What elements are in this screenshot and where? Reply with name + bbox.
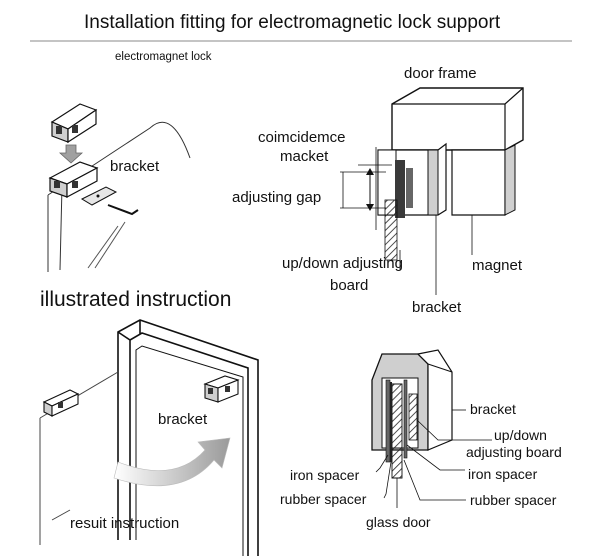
rubber-spacer-left [390, 382, 392, 462]
rotation-arrow-icon [113, 437, 231, 487]
glass-reflection [87, 221, 126, 269]
coincidence-label-line1: coimcidemce [258, 129, 346, 146]
bottom-right-illustration: bracket up/down adjusting board iron spa… [280, 349, 562, 530]
magnet-label: magnet [472, 257, 523, 274]
bracket-label-bottom-right: bracket [470, 401, 516, 417]
down-arrow-icon [58, 144, 84, 164]
top-right-illustration: door frame coimcidemce macket adjusting … [232, 65, 524, 316]
mounted-bracket [48, 161, 99, 198]
top-left-illustration: electromagnet lock bracket [47, 51, 212, 272]
updown-adjusting-board-label-line2: board [330, 277, 368, 294]
glass-door-edge [47, 121, 191, 272]
section-heading: illustrated instruction [40, 288, 231, 311]
glass-door-label: glass door [366, 514, 431, 530]
iron-spacer-right [403, 379, 408, 459]
magnet-block [451, 149, 506, 216]
updown-adjusting-board-label-line1: up/down adjusting [282, 255, 403, 272]
glass-door-panel [391, 383, 403, 479]
bottom-left-illustration: bracket resuit instruction [39, 319, 259, 556]
bracket-on-frame [203, 375, 240, 403]
updown-board-label-line2: adjusting board [466, 444, 562, 460]
bracket-label-top-left: bracket [110, 158, 160, 175]
bracket-label-bottom-left: bracket [158, 411, 208, 428]
iron-spacer-label-right: iron spacer [468, 466, 538, 482]
iron-spacer-left [385, 379, 391, 463]
hex-key-icon [107, 204, 139, 216]
rubber-spacer-label-left: rubber spacer [280, 491, 367, 507]
electromagnet-lock-block [50, 103, 98, 144]
electromagnet-lock-caption: electromagnet lock [115, 51, 212, 63]
rubber-spacer-label-right: rubber spacer [470, 492, 557, 508]
result-instruction-caption: resuit instruction [70, 515, 179, 532]
iron-spacer-label-left: iron spacer [290, 467, 360, 483]
door-frame-outline [117, 319, 259, 556]
updown-adjusting-board [408, 393, 418, 441]
page-title: Installation fitting for electromagnetic… [84, 12, 501, 33]
coincidence-label-line2: macket [280, 148, 329, 165]
adjusting-gap-label: adjusting gap [232, 189, 321, 206]
door-frame-label: door frame [404, 65, 477, 82]
lock-on-door [42, 389, 80, 417]
leader-lines [375, 409, 492, 508]
glass-hatch [384, 199, 398, 261]
updown-board-label-line1: up/down [494, 427, 547, 443]
door-frame [391, 87, 524, 151]
screw-icon [96, 194, 100, 198]
bracket-assembly [377, 142, 447, 261]
bracket-label-top-right: bracket [412, 299, 462, 316]
